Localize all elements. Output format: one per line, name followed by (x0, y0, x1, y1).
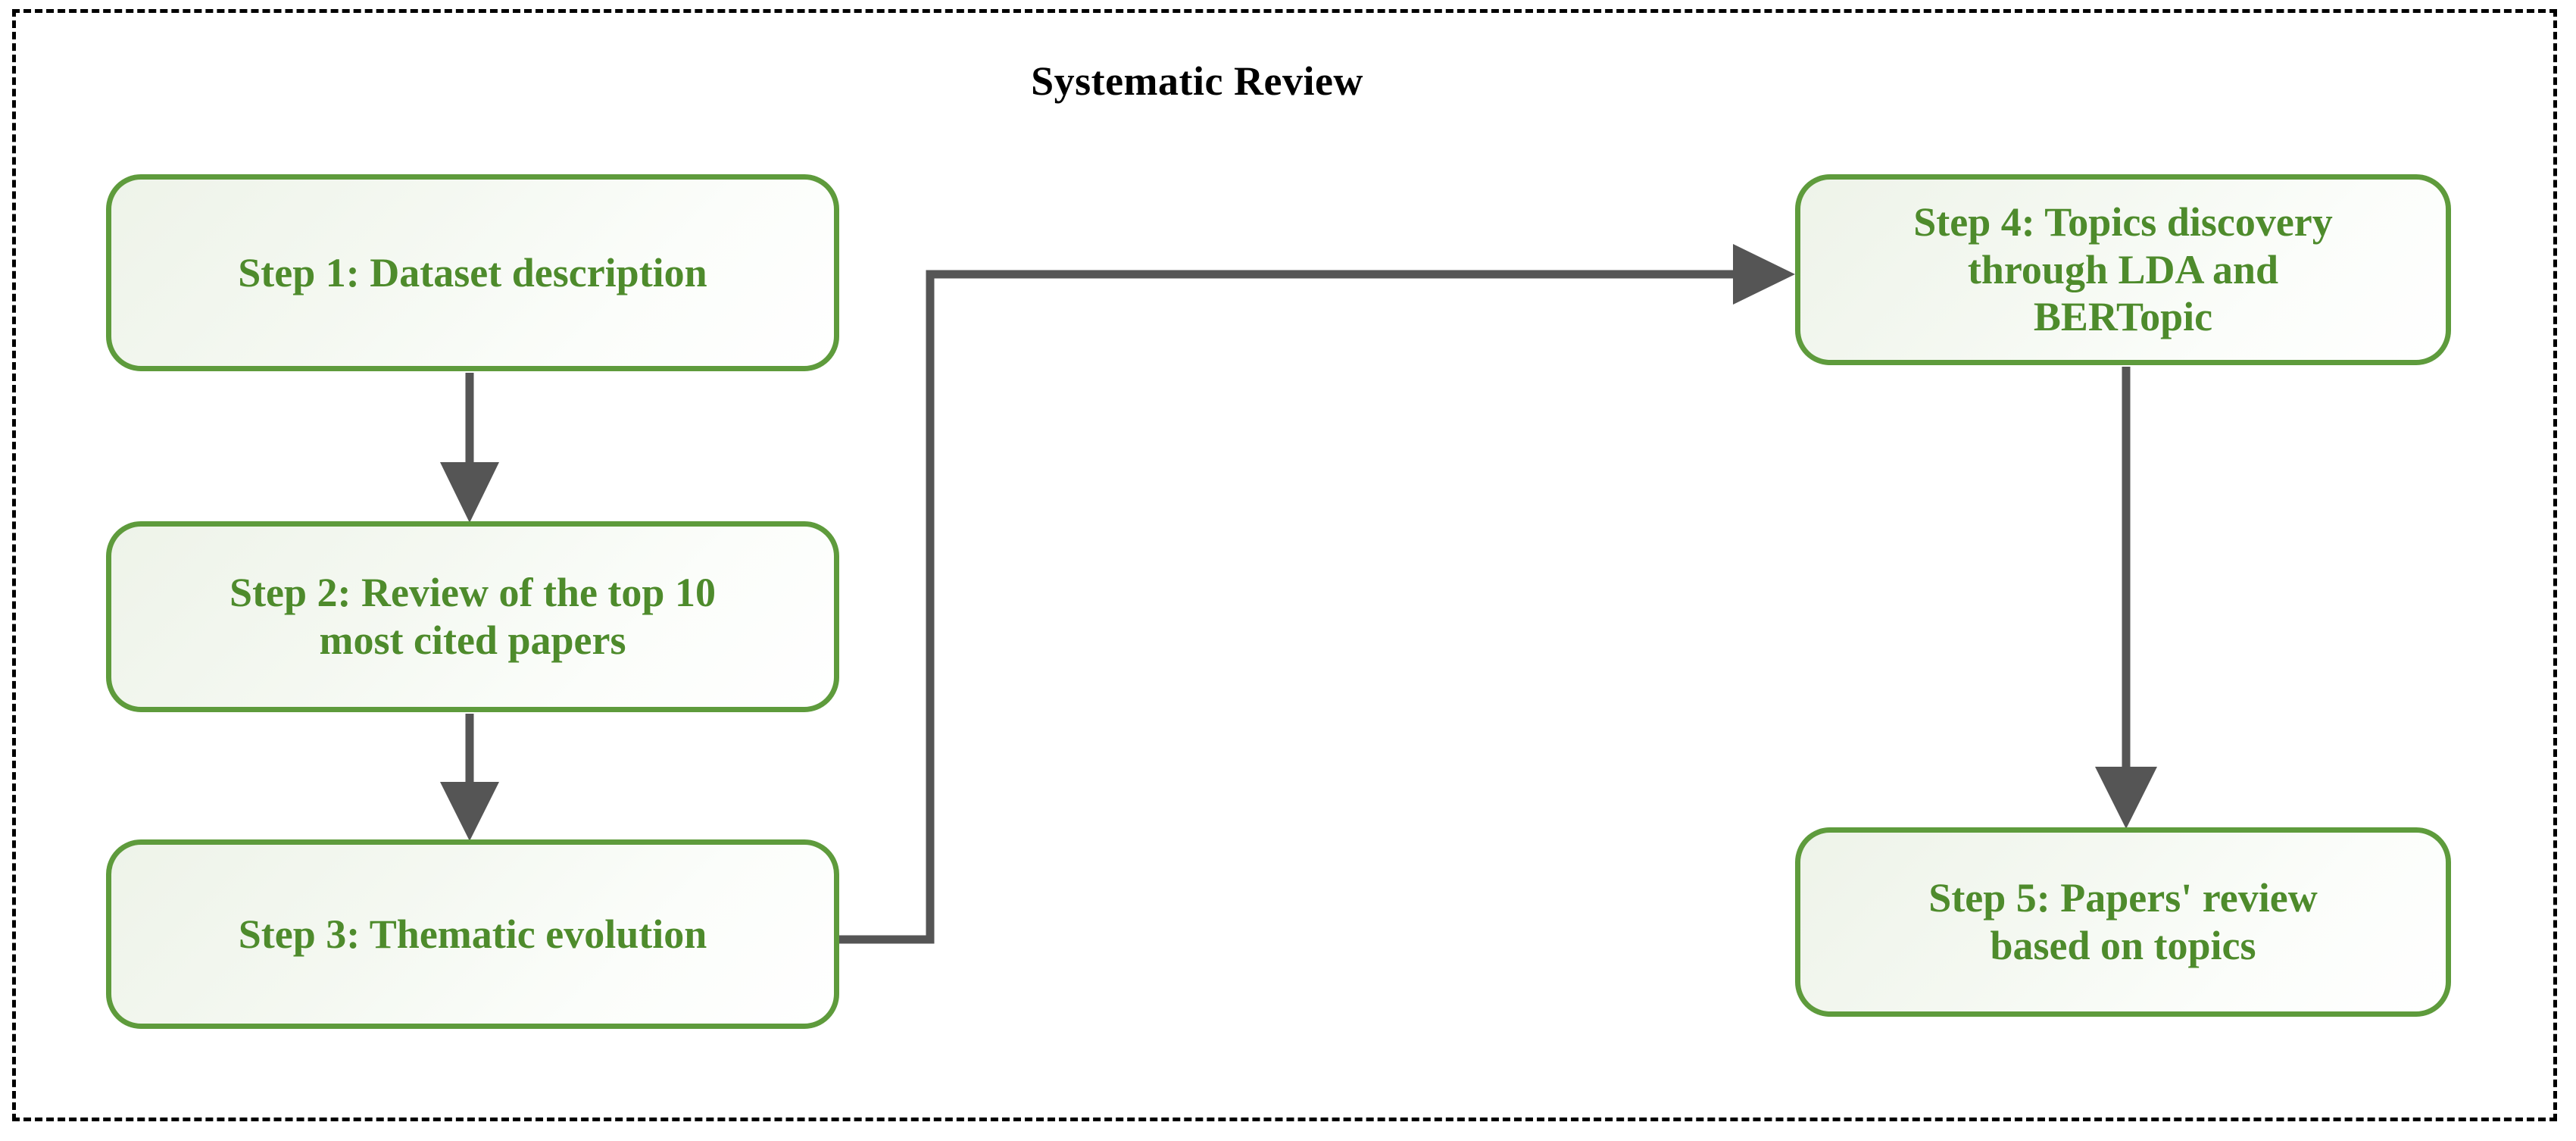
systematic-review-frame (12, 9, 2557, 1121)
step-box-5[interactable]: Step 5: Papers' review based on topics (1795, 827, 2451, 1017)
step-box-3[interactable]: Step 3: Thematic evolution (106, 839, 839, 1029)
diagram-title: Systematic Review (0, 61, 2576, 102)
step-box-2[interactable]: Step 2: Review of the top 10 most cited … (106, 521, 839, 712)
step-2-label: Step 2: Review of the top 10 most cited … (229, 570, 716, 663)
step-3-label: Step 3: Thematic evolution (238, 911, 707, 957)
step-5-label: Step 5: Papers' review based on topics (1928, 875, 2318, 968)
step-box-1[interactable]: Step 1: Dataset description (106, 174, 839, 371)
diagram-title-text: Systematic Review (1031, 58, 1363, 104)
step-box-4[interactable]: Step 4: Topics discovery through LDA and… (1795, 174, 2451, 365)
step-1-label: Step 1: Dataset description (238, 249, 707, 295)
step-4-label: Step 4: Topics discovery through LDA and… (1913, 199, 2333, 340)
